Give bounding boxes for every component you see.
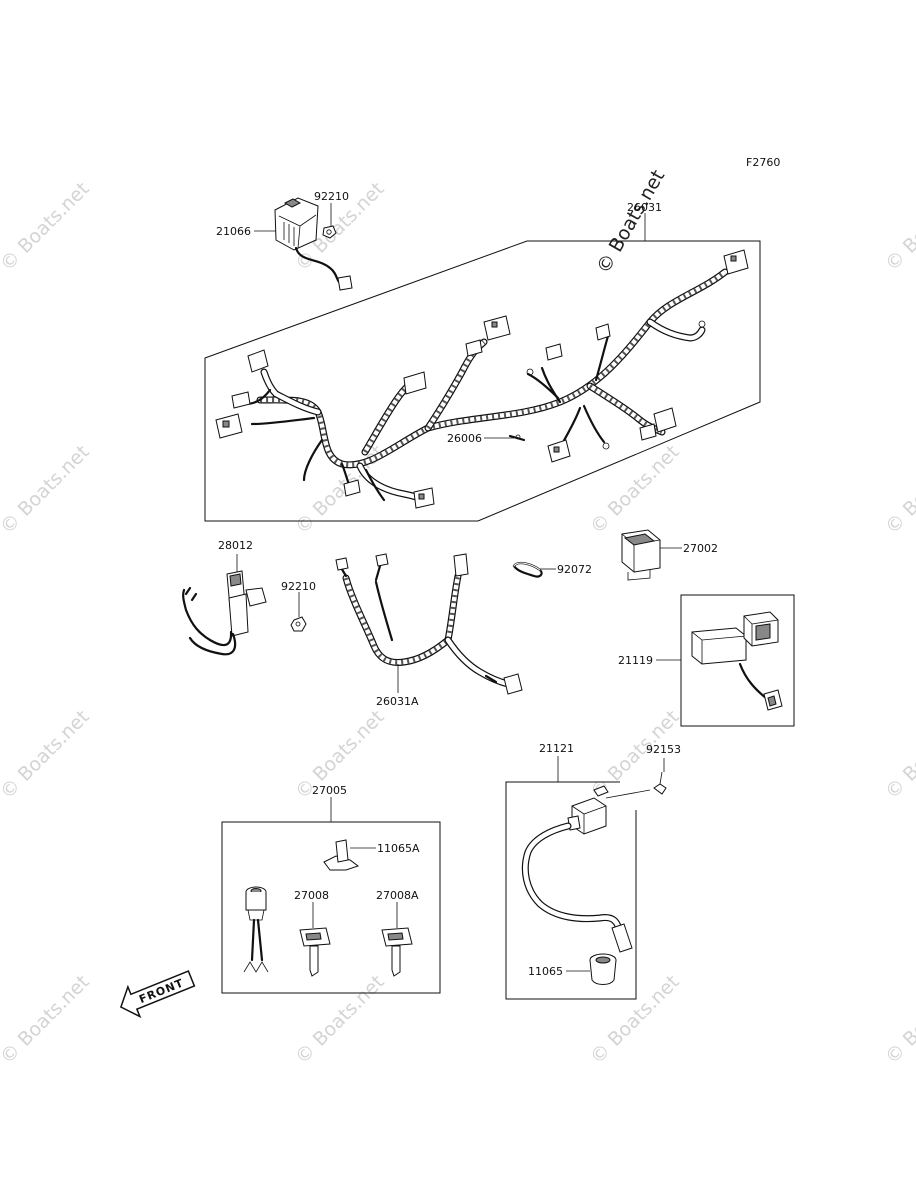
harness-26031-frame bbox=[204, 240, 761, 522]
callout-92153: 92153 bbox=[646, 743, 681, 756]
callout-21119: 21119 bbox=[618, 654, 653, 667]
switch-28012[interactable] bbox=[182, 570, 267, 656]
callout-11065: 11065 bbox=[528, 965, 563, 978]
watermark: © Boats.net bbox=[881, 971, 916, 1069]
callout-21121: 21121 bbox=[539, 742, 574, 755]
watermark: © Boats.net bbox=[881, 178, 916, 276]
watermark: © Boats.net bbox=[291, 971, 389, 1069]
callout-26031A: 26031A bbox=[376, 695, 419, 708]
callout-27008: 27008 bbox=[294, 889, 329, 902]
igniter-21119[interactable] bbox=[691, 611, 783, 711]
watermark: © Boats.net bbox=[0, 178, 94, 276]
watermark: © Boats.net bbox=[881, 441, 916, 539]
watermark: © Boats.net bbox=[881, 706, 916, 804]
callout-27008A: 27008A bbox=[376, 889, 419, 902]
key-27008A[interactable] bbox=[381, 927, 413, 977]
watermark-main: © Boats.net bbox=[592, 166, 669, 277]
regulator-21066[interactable] bbox=[274, 197, 353, 291]
watermark-grid: © Boats.net © Boats.net © Boats.net © Bo… bbox=[0, 166, 916, 1068]
watermark: © Boats.net bbox=[586, 971, 684, 1069]
cap-11065[interactable] bbox=[589, 953, 617, 985]
callout-92210-top: 92210 bbox=[314, 190, 349, 203]
figure-code: F2760 bbox=[746, 156, 780, 169]
callout-27005: 27005 bbox=[312, 784, 347, 797]
watermark: © Boats.net bbox=[0, 971, 94, 1069]
callout-26006: 26006 bbox=[447, 432, 482, 445]
sub-harness-26031A[interactable] bbox=[335, 553, 523, 695]
callout-21066: 21066 bbox=[216, 225, 251, 238]
ignition-switch-27005[interactable] bbox=[243, 886, 269, 973]
ignition-coil-21121-frame bbox=[505, 781, 637, 1000]
ignition-coil-21121[interactable] bbox=[521, 785, 651, 953]
igniter-21119-frame bbox=[680, 594, 795, 727]
watermark: © Boats.net bbox=[586, 441, 684, 539]
watermark: © Boats.net bbox=[0, 441, 94, 539]
callout-11065A: 11065A bbox=[377, 842, 420, 855]
callout-26031: 26031 bbox=[627, 201, 662, 214]
callout-27002: 27002 bbox=[683, 542, 718, 555]
front-label: FRONT bbox=[137, 976, 185, 1006]
callout-92072: 92072 bbox=[557, 563, 592, 576]
callout-28012: 28012 bbox=[218, 539, 253, 552]
front-direction-arrow: FRONT bbox=[119, 970, 196, 1019]
relay-27002[interactable] bbox=[621, 529, 661, 581]
nut-92210[interactable] bbox=[290, 616, 307, 632]
cap-11065A[interactable] bbox=[323, 839, 360, 871]
key-27008[interactable] bbox=[299, 927, 331, 977]
watermark: © Boats.net bbox=[0, 706, 94, 804]
callout-92210-mid: 92210 bbox=[281, 580, 316, 593]
main-wire-harness-26031[interactable] bbox=[215, 249, 749, 509]
screw-92153[interactable] bbox=[653, 771, 667, 795]
band-92072[interactable] bbox=[512, 561, 543, 578]
